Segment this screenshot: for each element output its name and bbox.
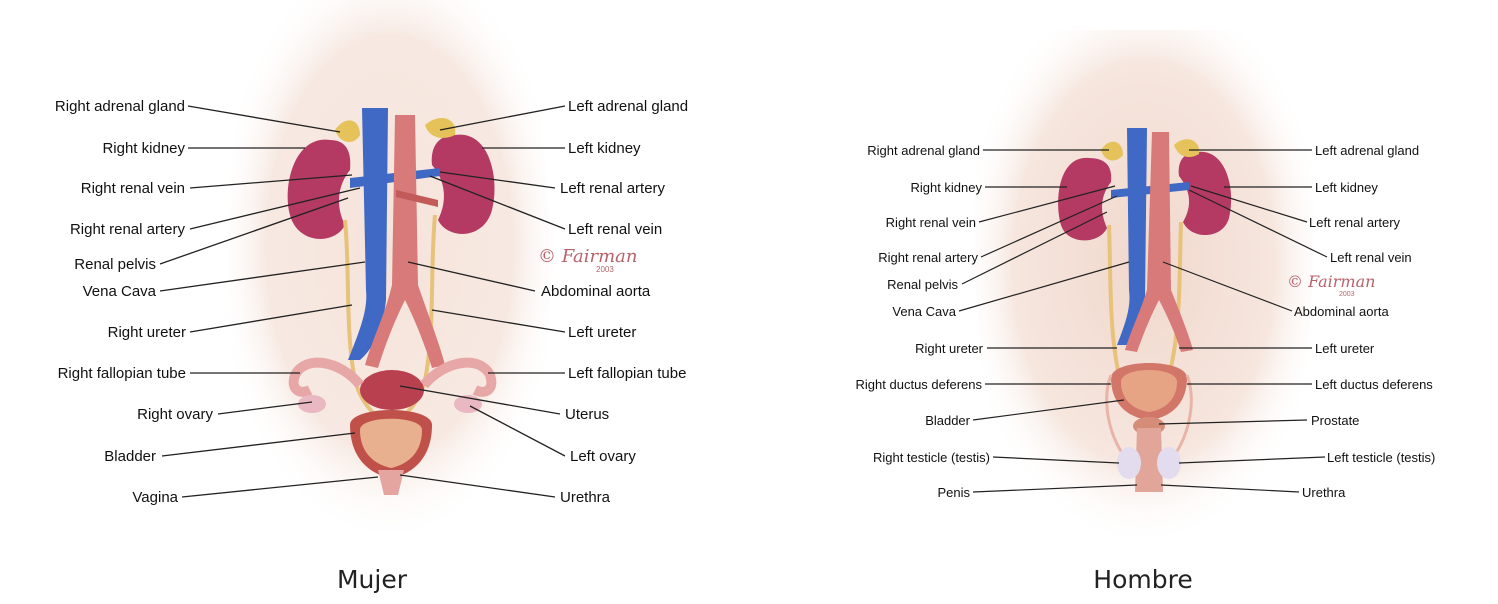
- label-right-renal-artery: Right renal artery: [70, 221, 186, 238]
- label-right-renal-vein: Right renal vein: [886, 215, 976, 230]
- label-bladder: Bladder: [925, 413, 970, 428]
- label-penis: Penis: [937, 485, 970, 500]
- label-right-adrenal-gland: Right adrenal gland: [867, 143, 980, 158]
- female-uterus: [288, 357, 497, 413]
- label-left-kidney: Left kidney: [568, 140, 641, 157]
- label-right-renal-vein: Right renal vein: [81, 180, 185, 197]
- female-labels: Right adrenal gland Right kidney Right r…: [55, 98, 688, 506]
- label-right-ductus-deferens: Right ductus deferens: [856, 377, 983, 392]
- label-right-adrenal-gland: Right adrenal gland: [55, 98, 185, 115]
- male-panel: © Fairman 2003 Righ: [749, 0, 1498, 604]
- male-anatomy-diagram: © Fairman 2003 Righ: [856, 30, 1436, 548]
- caption-mujer: Mujer: [336, 565, 408, 594]
- label-right-kidney: Right kidney: [910, 180, 982, 195]
- label-left-renal-artery: Left renal artery: [1309, 215, 1401, 230]
- label-left-testicle: Left testicle (testis): [1327, 450, 1435, 465]
- male-signature: © Fairman 2003: [1287, 272, 1375, 298]
- caption-hombre: Hombre: [1093, 565, 1193, 594]
- female-panel: © Fairman 2003: [55, 0, 688, 594]
- svg-text:2003: 2003: [596, 265, 614, 274]
- label-left-ductus-deferens: Left ductus deferens: [1315, 377, 1433, 392]
- label-uterus: Uterus: [565, 406, 609, 423]
- label-bladder: Bladder: [104, 448, 156, 465]
- label-right-ureter: Right ureter: [108, 324, 186, 341]
- label-vagina: Vagina: [132, 489, 178, 506]
- female-aorta: [365, 115, 445, 368]
- svg-text:© Fairman: © Fairman: [1287, 272, 1375, 291]
- label-right-kidney: Right kidney: [102, 140, 185, 157]
- label-renal-pelvis: Renal pelvis: [887, 277, 958, 292]
- label-abdominal-aorta: Abdominal aorta: [1294, 304, 1389, 319]
- male-leader-lines: [958, 149, 1328, 493]
- label-right-testicle: Right testicle (testis): [873, 450, 990, 465]
- male-kidneys: [1058, 151, 1232, 241]
- label-right-ovary: Right ovary: [137, 406, 213, 423]
- label-left-adrenal-gland: Left adrenal gland: [1315, 143, 1419, 158]
- label-left-ovary: Left ovary: [570, 448, 636, 465]
- label-right-ureter: Right ureter: [915, 341, 984, 356]
- label-left-renal-vein: Left renal vein: [568, 221, 662, 238]
- label-vena-cava: Vena Cava: [83, 283, 157, 300]
- label-left-renal-vein: Left renal vein: [1330, 250, 1412, 265]
- label-left-ureter: Left ureter: [1315, 341, 1375, 356]
- svg-text:2003: 2003: [1339, 291, 1355, 298]
- label-right-renal-artery: Right renal artery: [878, 250, 978, 265]
- male-labels: Right adrenal gland Right kidney Right r…: [856, 143, 1436, 500]
- label-left-fallopian-tube: Left fallopian tube: [568, 365, 686, 382]
- male-genitals: [1117, 428, 1181, 492]
- male-adrenal-glands: [1101, 139, 1200, 161]
- male-aorta: [1125, 132, 1193, 352]
- female-ureters: [343, 214, 437, 422]
- female-adrenal-glands: [335, 117, 456, 142]
- label-urethra: Urethra: [1302, 485, 1346, 500]
- female-leader-lines: [159, 105, 566, 498]
- male-ureters: [1107, 221, 1183, 376]
- label-right-fallopian-tube: Right fallopian tube: [58, 365, 186, 382]
- label-left-renal-artery: Left renal artery: [560, 180, 666, 197]
- label-left-adrenal-gland: Left adrenal gland: [568, 98, 688, 115]
- label-urethra: Urethra: [560, 489, 611, 506]
- label-left-ureter: Left ureter: [568, 324, 636, 341]
- label-renal-pelvis: Renal pelvis: [74, 256, 156, 273]
- label-left-kidney: Left kidney: [1315, 180, 1378, 195]
- female-signature: © Fairman 2003: [538, 246, 637, 274]
- svg-text:© Fairman: © Fairman: [538, 246, 637, 267]
- female-kidneys: [287, 134, 495, 239]
- label-vena-cava: Vena Cava: [892, 304, 956, 319]
- female-bladder: [350, 410, 432, 495]
- male-bladder: [1111, 363, 1187, 435]
- label-prostate: Prostate: [1311, 413, 1359, 428]
- label-abdominal-aorta: Abdominal aorta: [541, 283, 651, 300]
- female-anatomy-diagram: © Fairman 2003: [55, 0, 688, 545]
